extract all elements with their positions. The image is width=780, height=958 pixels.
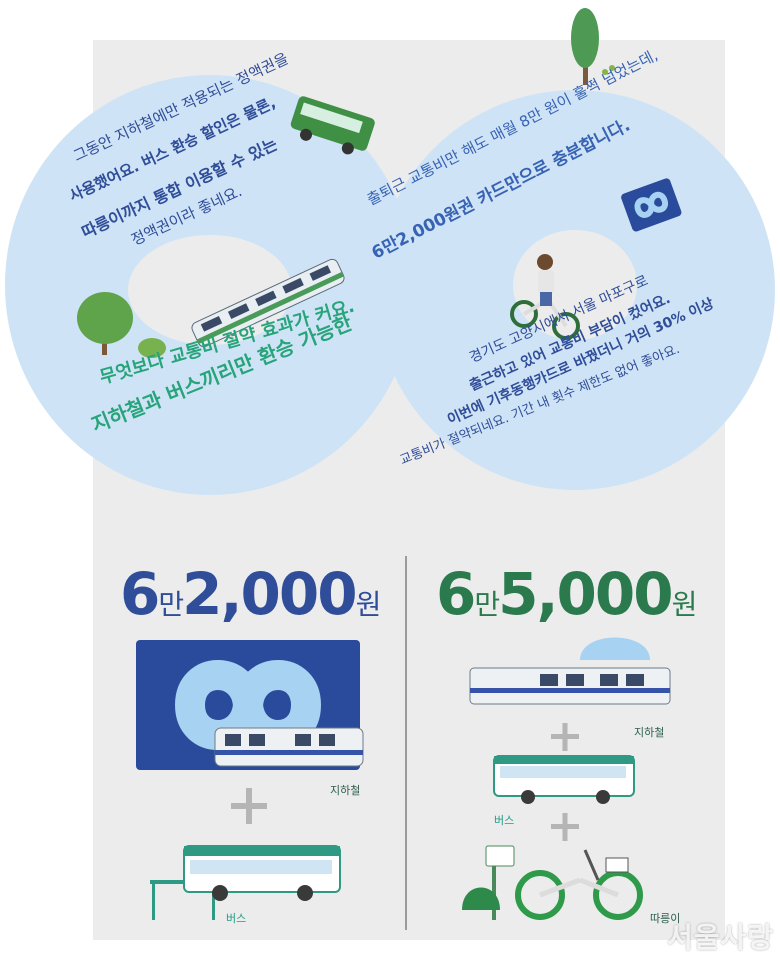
infinity-loop (5, 75, 775, 495)
plus-icon-2 (551, 723, 579, 751)
climate-card-icon (136, 640, 364, 770)
price-62000-unit1: 만 (158, 588, 184, 621)
price-65000-unit2: 원 (671, 588, 698, 621)
price-62000: 6만2,000원 (120, 560, 382, 628)
price-62000-num2: 2,000 (182, 560, 357, 628)
left-bus-label: 버스 (226, 912, 247, 925)
right-bus-label: 버스 (494, 814, 515, 827)
price-62000-num1: 6 (120, 560, 160, 628)
subway-icon-right (469, 637, 671, 705)
right-bike-label: 따릉이 (650, 912, 681, 925)
price-65000: 6만5,000원 (436, 560, 698, 628)
price-65000-num2: 5,000 (498, 560, 673, 628)
train-icon (191, 258, 345, 348)
plus-icon-3 (551, 813, 579, 841)
bicycle-rider-icon (510, 254, 580, 340)
ttareungi-bike-icon (462, 845, 643, 920)
bush-icon (77, 292, 166, 358)
price-65000-num1: 6 (436, 560, 476, 628)
bus-icon (290, 96, 375, 155)
bus-icon-left (150, 845, 341, 920)
right-subway-label: 지하철 (634, 726, 665, 739)
price-62000-unit2: 원 (355, 588, 382, 621)
price-65000-unit1: 만 (474, 588, 500, 621)
bus-icon-right (493, 755, 635, 804)
left-subway-label: 지하철 (330, 784, 361, 797)
plus-icon (231, 788, 267, 824)
watermark-logo: 서울사랑 (666, 921, 774, 954)
card-icon (621, 178, 682, 232)
tree-icon (571, 8, 615, 85)
